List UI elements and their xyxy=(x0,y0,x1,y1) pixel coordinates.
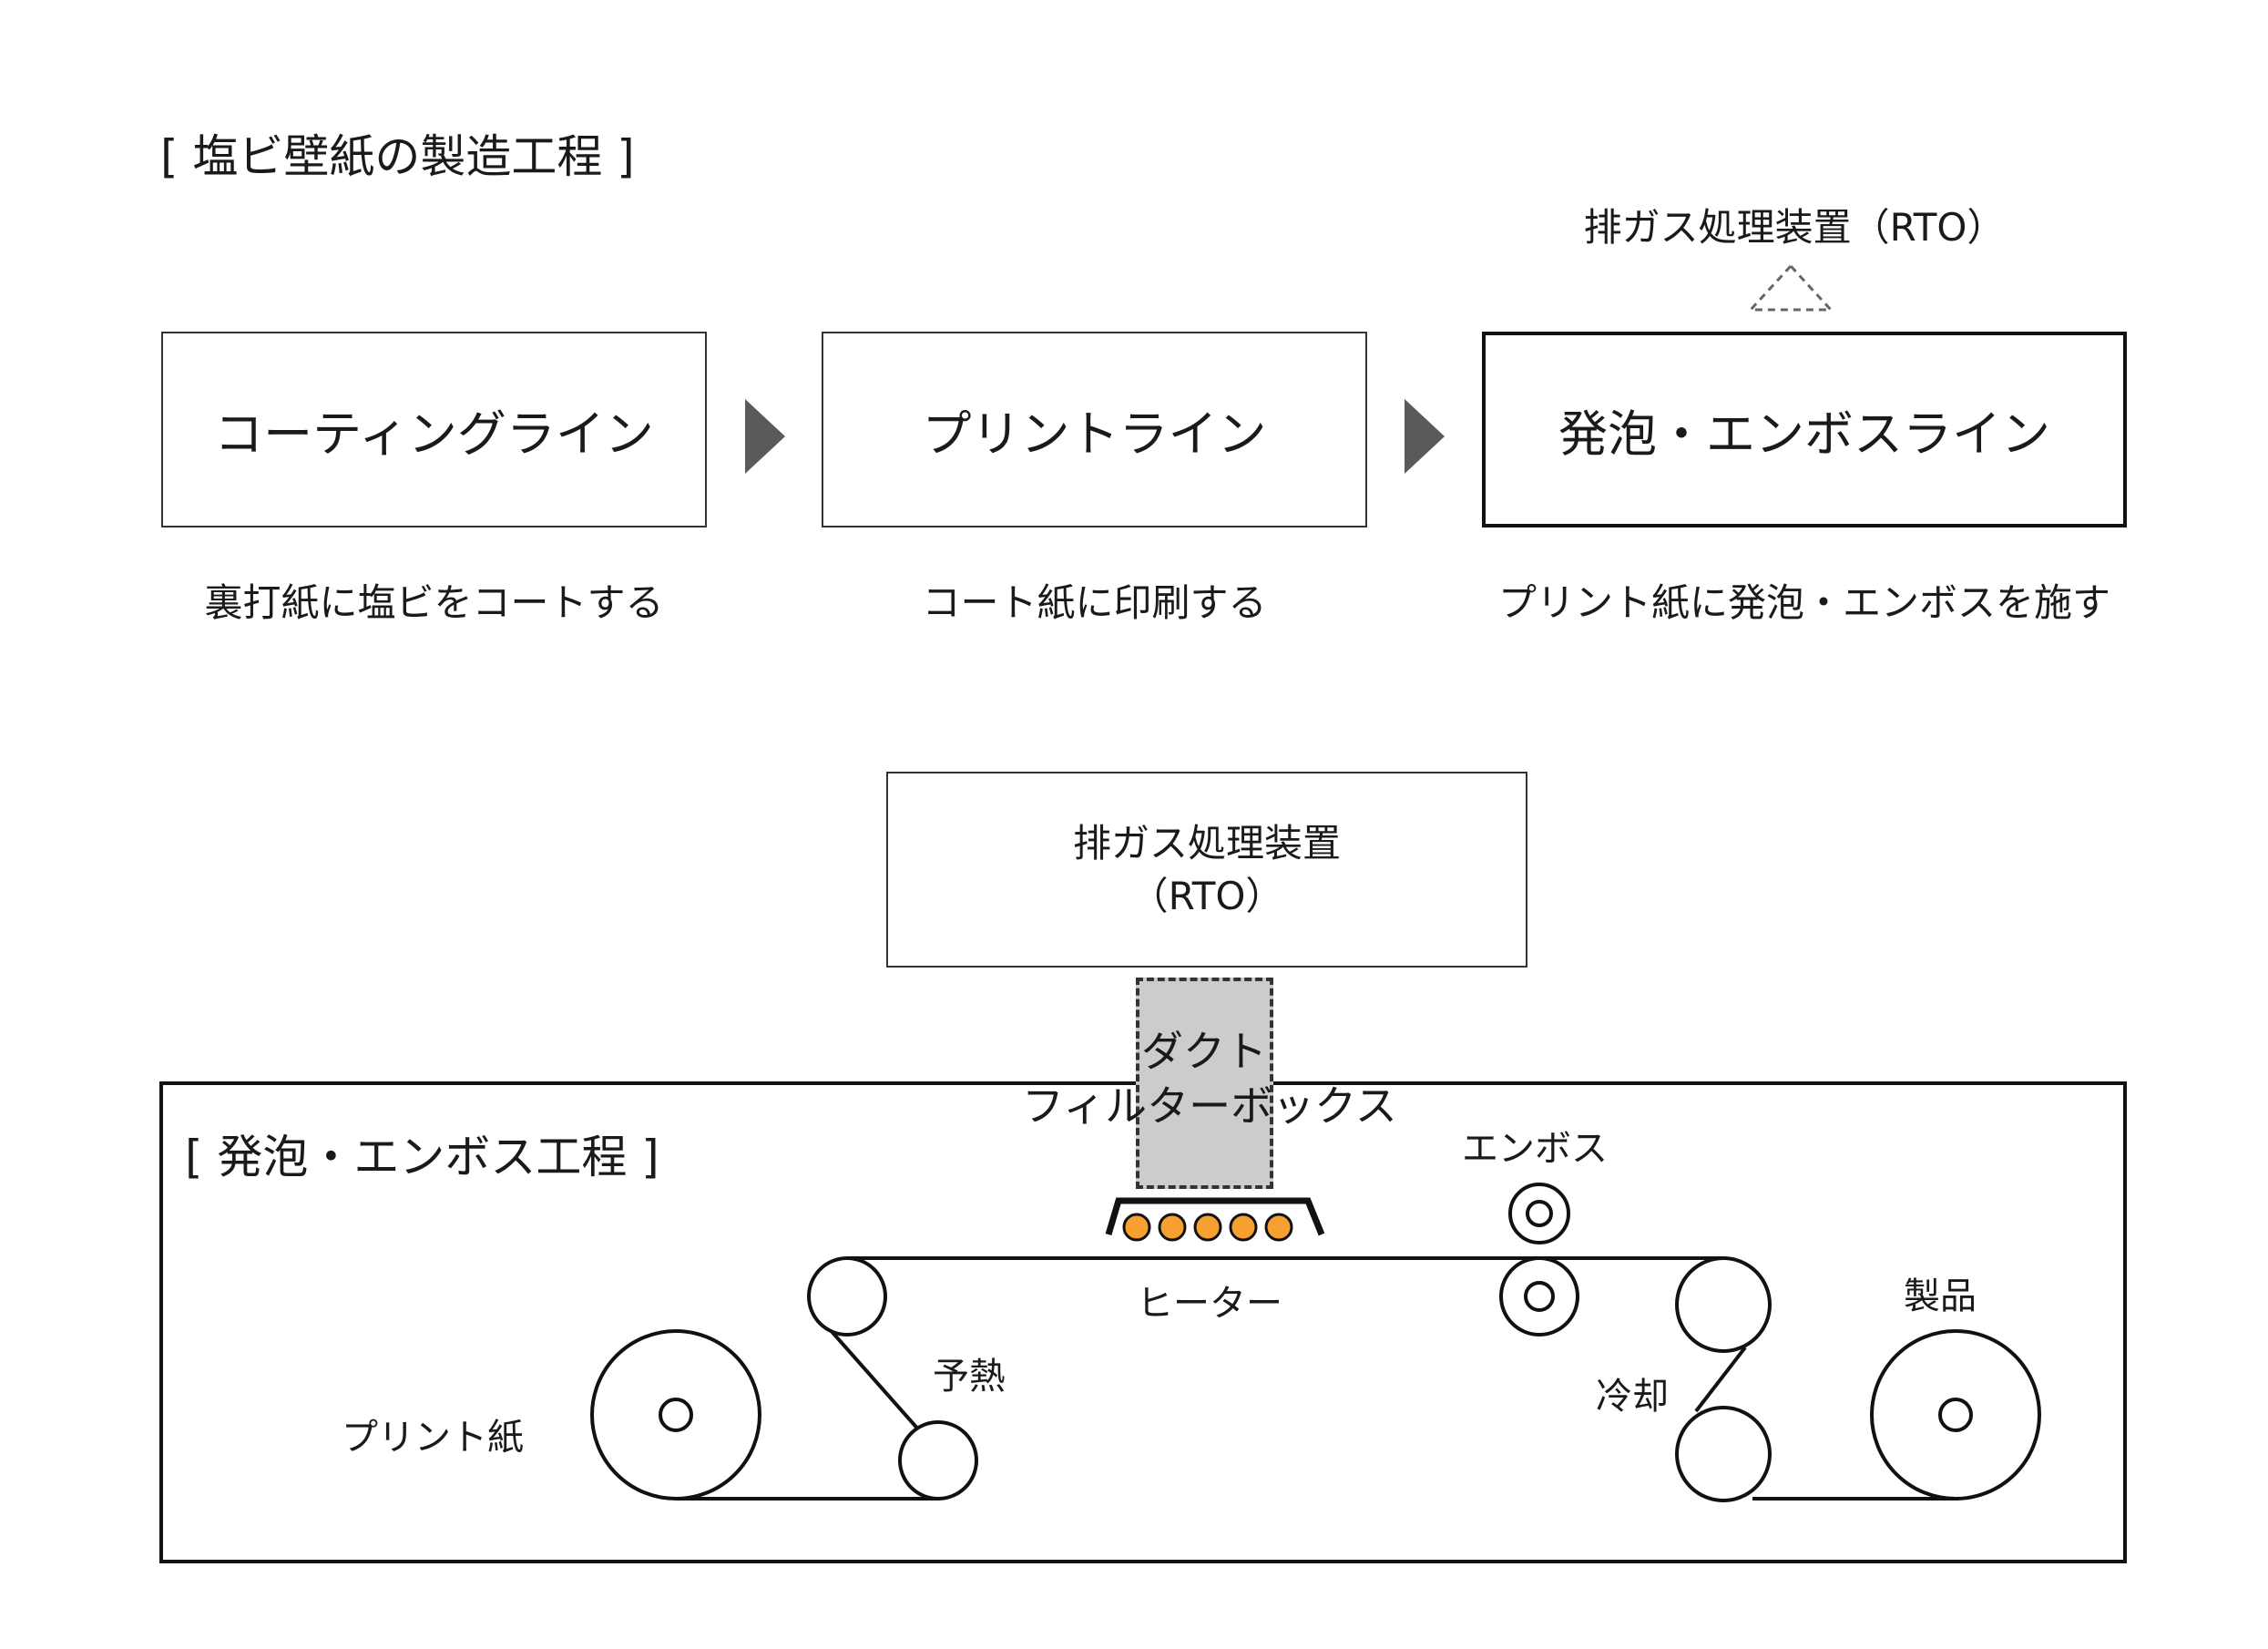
arrow-right-icon xyxy=(745,399,785,474)
label-product: 製品 xyxy=(1904,1275,1977,1317)
preheat-roller-top xyxy=(807,1256,887,1337)
label-preheat: 予熱 xyxy=(933,1356,1006,1398)
rto-box-line1: 排ガス処理装置 xyxy=(1072,820,1341,865)
step-foam-caption: プリント紙に発泡・エンボスを施す xyxy=(1497,580,2110,625)
step-print-line-label: プリントライン xyxy=(922,405,1267,463)
heater-element xyxy=(1193,1213,1222,1242)
rto-box: 排ガス処理装置 （RTO） xyxy=(886,772,1527,968)
step-coating-caption: 裏打紙に塩ビをコートする xyxy=(204,580,664,625)
arrow-right-icon xyxy=(1405,399,1445,474)
duct-label: ダクト フィルターボックス xyxy=(1022,1024,1397,1133)
heater-element xyxy=(1229,1213,1258,1242)
step-coating-line: コーティングライン xyxy=(161,332,707,527)
step-print-line: プリントライン xyxy=(822,332,1367,527)
process-title: [ 発泡・エンボス工程 ] xyxy=(185,1131,659,1183)
rto-box-line2: （RTO） xyxy=(1129,873,1284,918)
duct-filter-box xyxy=(1136,978,1273,1189)
step-foam-emboss-line-label: 発泡・エンボスライン xyxy=(1558,405,2050,463)
rto-dashed-triangle-icon xyxy=(1747,263,1834,312)
heater-element xyxy=(1264,1213,1293,1242)
step-foam-emboss-line: 発泡・エンボスライン xyxy=(1482,332,2127,527)
preheat-roller-bottom xyxy=(898,1420,978,1500)
step-coating-line-label: コーティングライン xyxy=(214,405,654,463)
emboss-roller-lower-core xyxy=(1524,1281,1555,1312)
label-printed-paper: プリント紙 xyxy=(342,1417,524,1459)
duct-label-line2: フィルターボックス xyxy=(1022,1081,1397,1131)
heater-elements xyxy=(1122,1213,1293,1242)
duct-label-line1: ダクト xyxy=(1141,1027,1267,1076)
label-heater: ヒーター xyxy=(1137,1283,1282,1325)
product-roll-core xyxy=(1938,1398,1973,1432)
rollers xyxy=(590,1183,2041,1502)
step-print-caption: コート紙に印刷する xyxy=(922,580,1267,625)
cooling-roller-bottom xyxy=(1675,1406,1772,1502)
heater-element xyxy=(1122,1213,1151,1242)
cooling-roller-top xyxy=(1675,1256,1772,1353)
label-emboss: エンボス xyxy=(1462,1128,1608,1170)
emboss-roller-upper-core xyxy=(1526,1200,1553,1227)
rto-top-label: 排ガス処理装置（RTO） xyxy=(1583,205,2006,250)
printed-paper-roll-core xyxy=(659,1398,693,1432)
web-path xyxy=(676,1256,1958,1500)
page-title: [ 塩ビ壁紙の製造工程 ] xyxy=(160,130,635,183)
heater-hood xyxy=(1105,1197,1325,1236)
label-cooling: 冷却 xyxy=(1596,1376,1669,1418)
heater-element xyxy=(1158,1213,1187,1242)
